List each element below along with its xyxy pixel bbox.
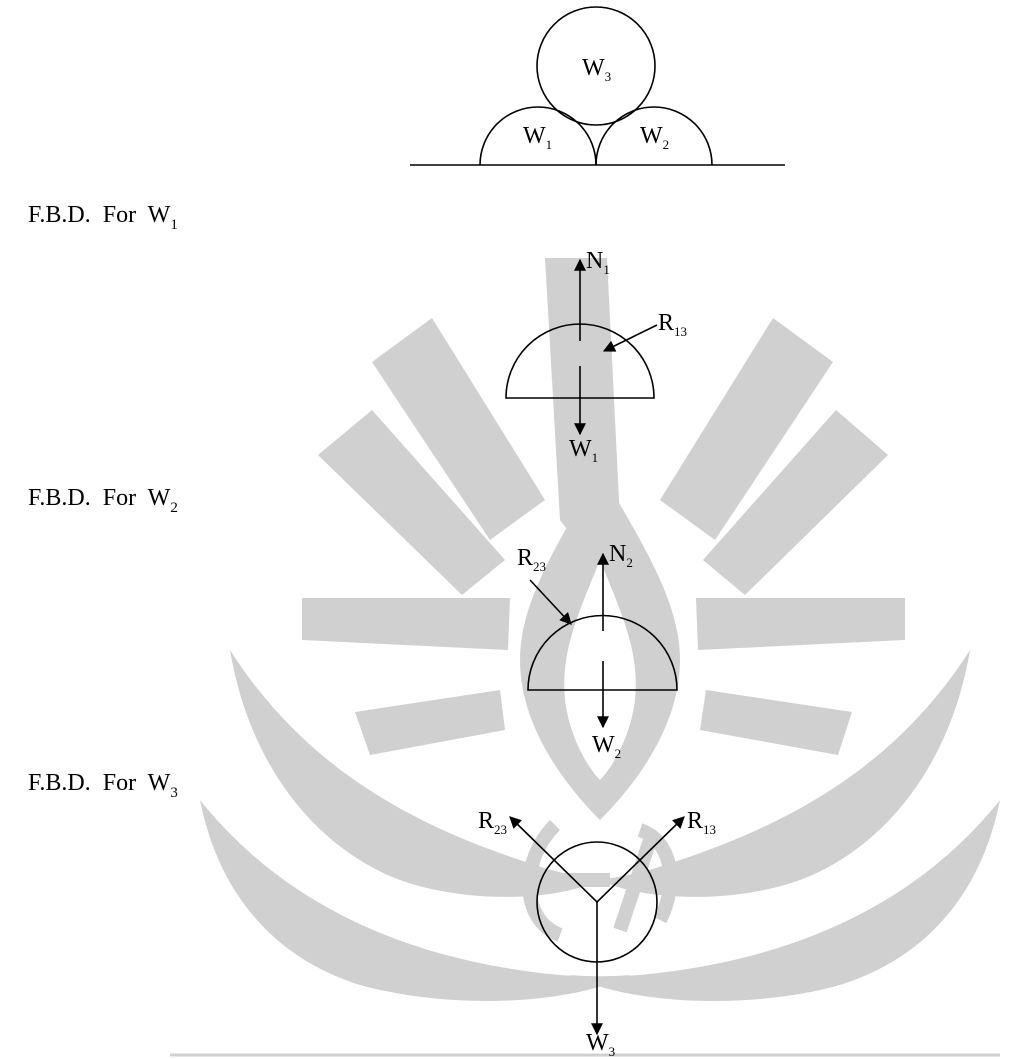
watermark-swoosh-right xyxy=(600,650,970,897)
fbd-w2-reaction-arrow xyxy=(529,579,572,625)
watermark-swoosh-left xyxy=(200,800,630,1002)
fbd-w1-reaction-label: R13 xyxy=(658,310,687,339)
watermark-monogram xyxy=(522,820,678,942)
fbd-w2-normal-label: N2 xyxy=(609,541,633,570)
fbd-w3-diagram: R23 R13 W3 xyxy=(478,808,716,1059)
fbd-w1-diagram: N1 R13 W1 xyxy=(505,248,687,465)
watermark-ray xyxy=(703,410,888,595)
fbd-w1-hemisphere xyxy=(505,323,655,399)
fbd-w2-reaction-label: R23 xyxy=(517,545,546,574)
fbd-w3-reaction-left-label: R23 xyxy=(478,808,507,837)
watermark-ray xyxy=(372,318,545,540)
watermark-ray xyxy=(660,318,833,540)
watermark-ray xyxy=(302,598,510,650)
watermark-swoosh-right xyxy=(570,800,1000,1002)
fbd-w3-reaction-right-label: R13 xyxy=(687,808,716,837)
ball-w2 xyxy=(595,106,713,166)
ball-w1 xyxy=(479,106,597,166)
fbd-w1-reaction-arrow xyxy=(602,324,658,352)
watermark-ray xyxy=(318,410,505,595)
ball-w2-label: W2 xyxy=(640,123,669,152)
watermark-swoosh-left xyxy=(230,650,600,897)
fbd-w3-reaction-right-arrow xyxy=(596,816,685,903)
watermark-ray xyxy=(696,598,905,650)
watermark-ray xyxy=(355,690,505,755)
fbd-w1-normal-label: N1 xyxy=(586,248,610,277)
fbd-w2-weight-label: W2 xyxy=(592,732,621,761)
fbd-w3-heading: F.B.D. For W3 xyxy=(8,770,190,801)
ball-w3 xyxy=(536,6,656,126)
fbd-w1-heading: F.B.D. For W1 xyxy=(8,202,190,233)
fbd-w3-reaction-left-arrow xyxy=(509,816,598,903)
fbd-w1-weight-label: W1 xyxy=(569,436,598,465)
ball-stack-diagram: W3 W1 W2 xyxy=(410,6,785,166)
fbd-w2-heading: F.B.D. For W2 xyxy=(8,485,190,516)
ball-w3-label: W3 xyxy=(582,55,611,84)
fbd-w3-weight-label: W3 xyxy=(586,1030,615,1059)
fbd-w2-hemisphere xyxy=(527,614,678,691)
watermark-flame xyxy=(520,470,680,820)
fbd-w2-diagram: N2 R23 W2 xyxy=(517,541,678,761)
watermark-logo xyxy=(170,258,1000,1057)
watermark-ray xyxy=(700,690,852,755)
ball-w1-label: W1 xyxy=(523,123,552,152)
